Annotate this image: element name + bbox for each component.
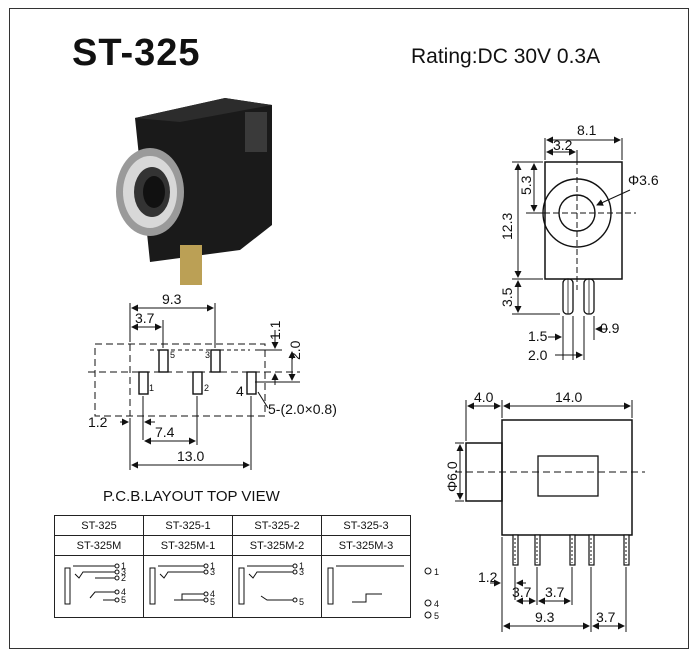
variant-cell: ST-325-1 bbox=[143, 515, 233, 536]
front-height-label: 12.3 bbox=[499, 213, 515, 240]
variant-table: ST-325 ST-325-1 ST-325-2 ST-325-3 ST-325… bbox=[54, 515, 411, 618]
sch-pin-label: 5 bbox=[121, 595, 126, 605]
sch-pin-label: 4 bbox=[210, 589, 215, 599]
pin-legend: 1 4 5 bbox=[424, 567, 439, 621]
legend-pin-1: 1 bbox=[434, 567, 439, 577]
side-pitch-b-label: 3.7 bbox=[545, 584, 565, 600]
pcb-row-gap-small-label: 1.1 bbox=[267, 320, 283, 340]
schematic-cell bbox=[321, 555, 411, 618]
variant-cell: ST-325M bbox=[54, 535, 144, 556]
schematic-st325-2: 1 3 5 bbox=[238, 561, 304, 607]
legend-pin-5: 5 bbox=[434, 611, 439, 621]
sheet-border bbox=[9, 8, 689, 649]
side-edge-offset-label: 1.2 bbox=[478, 569, 498, 585]
sch-pin-label: 3 bbox=[299, 567, 304, 577]
pcb-layout: 5 3 1 2 4 9.3 3.7 1.1 2.0 5-(2.0×0.8) bbox=[88, 291, 337, 505]
sch-pin-label: 1 bbox=[299, 561, 304, 571]
sch-pin-label: 4 bbox=[121, 587, 126, 597]
nose-diameter-label: Φ6.0 bbox=[444, 461, 460, 492]
sch-pin-label: 3 bbox=[210, 567, 215, 577]
pad-5-label: 5 bbox=[170, 350, 175, 360]
legend-pin-4: 4 bbox=[434, 599, 439, 609]
pcb-layout-title: P.C.B.LAYOUT TOP VIEW bbox=[103, 488, 281, 505]
schematic-cell: 1 3 4 5 bbox=[143, 555, 233, 618]
pad-1-label: 1 bbox=[149, 383, 154, 393]
sch-pin-label: 1 bbox=[210, 561, 215, 571]
pcb-overall-pitch-label: 9.3 bbox=[162, 291, 182, 307]
pad-3-label: 3 bbox=[205, 350, 210, 360]
rating-text: Rating:DC 30V 0.3A bbox=[411, 45, 601, 68]
pcb-row-gap-label: 2.0 bbox=[287, 340, 303, 360]
side-pitch-a-label: 3.7 bbox=[512, 584, 532, 600]
jack-photo bbox=[116, 98, 272, 285]
front-width-label: 8.1 bbox=[577, 122, 597, 138]
schematic-st325-3 bbox=[327, 565, 404, 605]
model-title: ST-325 bbox=[72, 32, 201, 74]
variant-cell: ST-325-3 bbox=[321, 515, 411, 536]
schematic-cell: 1 3 5 bbox=[232, 555, 322, 618]
sch-pin-label: 2 bbox=[121, 573, 126, 583]
side-tail-pitch-label: 3.7 bbox=[596, 609, 616, 625]
sch-pin-label: 5 bbox=[210, 597, 215, 607]
pin-pitch-label: 1.5 bbox=[528, 328, 548, 344]
pcb-mid-pitch-label: 7.4 bbox=[155, 424, 175, 440]
side-span-label: 9.3 bbox=[535, 609, 555, 625]
hole-diameter-label: Φ3.6 bbox=[628, 172, 659, 188]
sch-pin-label: 1 bbox=[121, 561, 126, 571]
schematic-st325-1: 1 3 4 5 bbox=[149, 561, 215, 607]
pad-2-label: 2 bbox=[204, 383, 209, 393]
pad-spec-label: 5-(2.0×0.8) bbox=[268, 401, 337, 417]
pin-length-label: 3.5 bbox=[499, 287, 515, 307]
pcb-total-width-label: 13.0 bbox=[177, 448, 204, 464]
variant-cell: ST-325M-1 bbox=[143, 535, 233, 556]
schematic-st325: 1 3 2 4 5 bbox=[64, 561, 126, 605]
sch-pin-label: 5 bbox=[299, 597, 304, 607]
variant-cell: ST-325M-2 bbox=[232, 535, 322, 556]
hole-height-label: 5.3 bbox=[518, 175, 534, 195]
pcb-first-pitch-label: 3.7 bbox=[135, 310, 155, 326]
schematic-cell: 1 3 2 4 5 bbox=[54, 555, 144, 618]
sch-pin-label: 3 bbox=[121, 567, 126, 577]
pcb-edge-offset-label: 1.2 bbox=[88, 414, 108, 430]
front-view: 8.1 3.2 Φ3.6 12.3 5.3 3.5 1.5 0. bbox=[499, 122, 659, 363]
side-view: 4.0 14.0 Φ6.0 1.2 3.7 3.7 9.3 3.7 bbox=[444, 389, 645, 632]
pin-span-label: 2.0 bbox=[528, 347, 548, 363]
variant-cell: ST-325-2 bbox=[232, 515, 322, 536]
pad-4-label: 4 bbox=[236, 383, 244, 399]
pin-width-label: 0.9 bbox=[600, 320, 620, 336]
nose-length-label: 4.0 bbox=[474, 389, 494, 405]
variant-cell: ST-325M-3 bbox=[321, 535, 411, 556]
variant-cell: ST-325 bbox=[54, 515, 144, 536]
front-center-offset-label: 3.2 bbox=[553, 137, 573, 153]
body-length-label: 14.0 bbox=[555, 389, 582, 405]
